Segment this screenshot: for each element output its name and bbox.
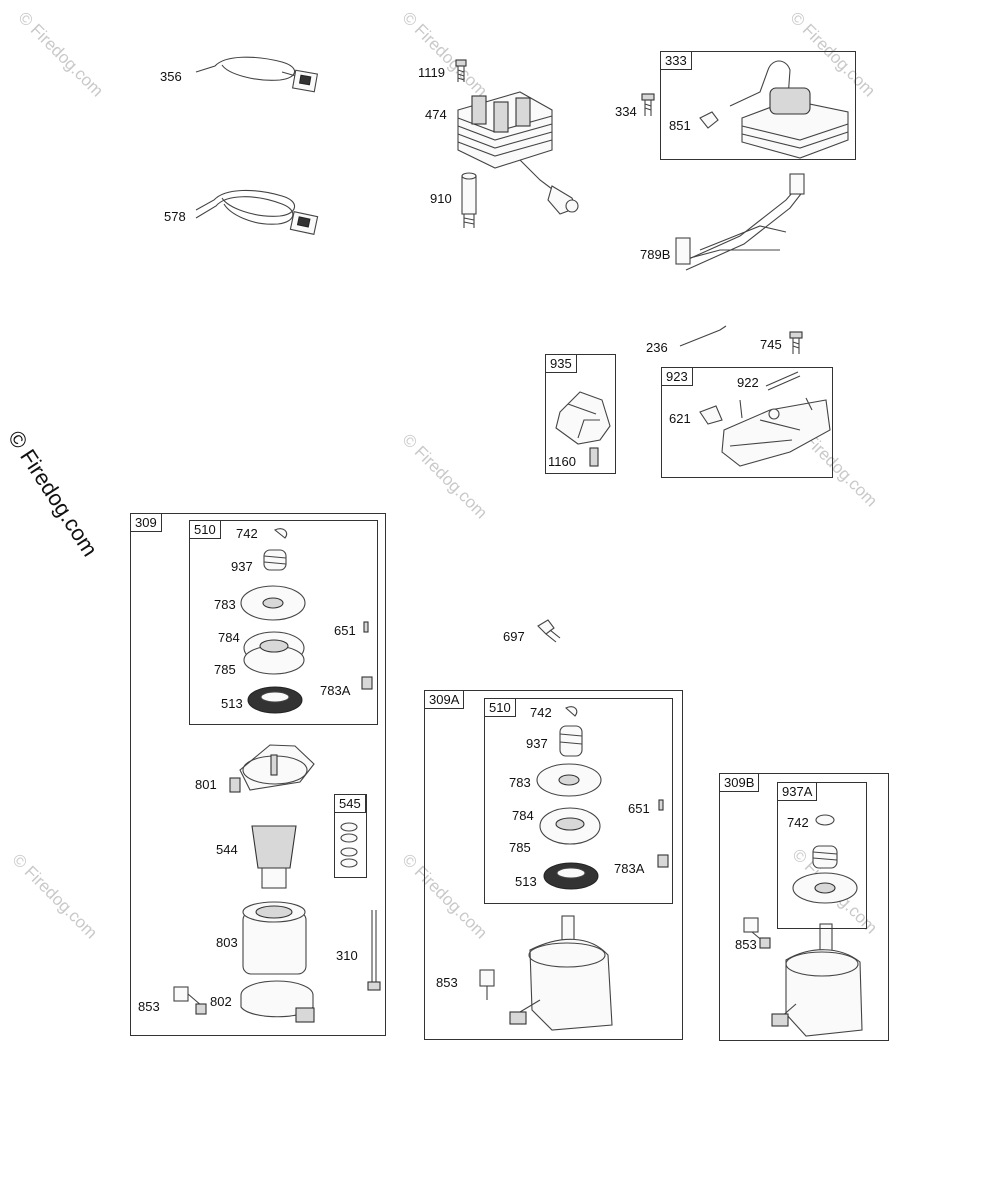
part-label: 651 bbox=[334, 623, 356, 638]
part-label: 910 bbox=[430, 191, 452, 206]
kit-box-label: 937A bbox=[778, 783, 818, 801]
part-label: 783A bbox=[320, 683, 351, 698]
part-label: 783 bbox=[509, 775, 531, 790]
part-label: 578 bbox=[164, 209, 186, 224]
part-label: 1160 bbox=[548, 454, 576, 469]
part-label: 922 bbox=[737, 375, 759, 390]
kit-box-510: 510 bbox=[189, 520, 378, 725]
part-label: 621 bbox=[669, 411, 691, 426]
part-label: 801 bbox=[195, 777, 217, 792]
link-236-drawing bbox=[679, 325, 727, 347]
part-label: 784 bbox=[512, 808, 534, 823]
kit-box-label: 510 bbox=[485, 699, 516, 717]
screw-1119-drawing bbox=[455, 59, 467, 82]
part-label: 742 bbox=[530, 705, 552, 720]
ignition-coil-333-drawing bbox=[699, 60, 849, 159]
part-label: 785 bbox=[214, 662, 236, 677]
part-label: 334 bbox=[615, 104, 637, 119]
part-label: 310 bbox=[336, 948, 358, 963]
spacer-910-drawing bbox=[461, 172, 477, 228]
part-label: 651 bbox=[628, 801, 650, 816]
part-label: 783 bbox=[214, 597, 236, 612]
part-label: 803 bbox=[216, 935, 238, 950]
part-label: 784 bbox=[218, 630, 240, 645]
kit-box-923: 923 bbox=[661, 367, 833, 478]
kit-box-309A: 309A bbox=[424, 690, 683, 1040]
kit-box-label: 309B bbox=[720, 774, 760, 792]
part-label: 853 bbox=[735, 937, 757, 952]
kit-box-label: 923 bbox=[662, 368, 693, 386]
part-label: 513 bbox=[515, 874, 537, 889]
part-label: 513 bbox=[221, 696, 243, 711]
part-label: 236 bbox=[646, 340, 668, 355]
control-bracket-923-drawing bbox=[699, 371, 831, 467]
harness-789B-drawing bbox=[675, 173, 805, 271]
wire-356-drawing bbox=[195, 56, 319, 93]
kit-box-309B: 309B bbox=[719, 773, 889, 1041]
screw-334-drawing bbox=[641, 93, 655, 116]
kit-box-510A: 510 bbox=[484, 698, 673, 904]
kit-box-935: 935 bbox=[545, 354, 616, 474]
part-label: 853 bbox=[138, 999, 160, 1014]
screw-697-drawing bbox=[537, 619, 561, 643]
part-label: 802 bbox=[210, 994, 232, 1009]
part-label: 742 bbox=[787, 815, 809, 830]
bracket-935-drawing bbox=[555, 391, 611, 467]
starter-309B-drawing bbox=[743, 814, 863, 1037]
part-label: 937 bbox=[231, 559, 253, 574]
kit-box-309: 309 bbox=[130, 513, 386, 1036]
kit-box-label: 309A bbox=[425, 691, 465, 709]
part-label: 853 bbox=[436, 975, 458, 990]
screw-745-drawing bbox=[789, 331, 803, 354]
kit-box-545: 545 bbox=[334, 794, 367, 878]
part-label: 544 bbox=[216, 842, 238, 857]
starter-309-drawing bbox=[173, 528, 381, 1023]
kit-box-333: 333 bbox=[660, 51, 856, 160]
kit-box-label: 333 bbox=[661, 52, 692, 70]
kit-box-label: 545 bbox=[335, 795, 366, 813]
part-label: 851 bbox=[669, 118, 691, 133]
part-label: 783A bbox=[614, 861, 645, 876]
kit-box-937A: 937A bbox=[777, 782, 867, 929]
part-label: 745 bbox=[760, 337, 782, 352]
part-label: 474 bbox=[425, 107, 447, 122]
part-label: 789B bbox=[640, 247, 671, 262]
armature-474-drawing bbox=[457, 91, 579, 215]
part-label: 742 bbox=[236, 526, 258, 541]
kit-box-label: 309 bbox=[131, 514, 162, 532]
part-label: 937 bbox=[526, 736, 548, 751]
wire-578-drawing bbox=[195, 189, 319, 235]
part-label: 1119 bbox=[418, 65, 445, 80]
kit-box-label: 935 bbox=[546, 355, 577, 373]
part-label: 356 bbox=[160, 69, 182, 84]
part-label: 697 bbox=[503, 629, 525, 644]
kit-box-label: 510 bbox=[190, 521, 221, 539]
starter-309A-drawing bbox=[479, 706, 669, 1031]
part-label: 785 bbox=[509, 840, 531, 855]
